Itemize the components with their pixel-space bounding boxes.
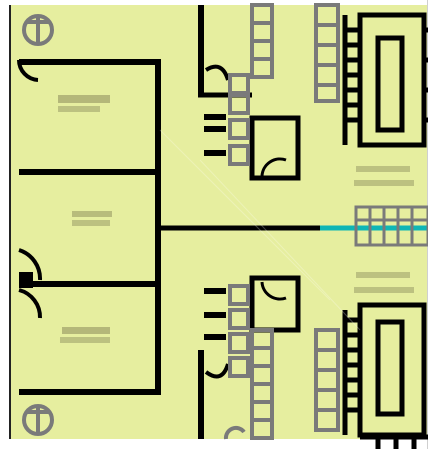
- locker-columns: [250, 3, 340, 440]
- room-label-block-8: [354, 180, 414, 186]
- chair-icon: [22, 14, 54, 436]
- room-label-block-10: [354, 287, 414, 293]
- restroom-top: [198, 5, 301, 181]
- room-label-block-1: [58, 95, 110, 103]
- watermark-lines: [159, 129, 361, 331]
- room-label-block-9: [356, 272, 410, 278]
- desk-cluster-icon: [342, 302, 428, 449]
- counter-block: [354, 205, 428, 247]
- room-label-block-3: [72, 211, 112, 217]
- door-swing-icon: [16, 59, 43, 319]
- room-labels: [58, 95, 112, 343]
- restroom-bottom: [198, 275, 301, 440]
- toilet-icon: [204, 64, 230, 156]
- room-label-block-5: [62, 327, 110, 334]
- room-label-block-6: [60, 337, 110, 343]
- wall-stub: [19, 272, 33, 288]
- room-label-block-4: [72, 220, 110, 226]
- room-label-block-7: [356, 166, 410, 172]
- room-label-block-2: [58, 106, 100, 112]
- right-labels: [354, 166, 414, 293]
- stall-partitions: [228, 73, 250, 166]
- toilet-icon: [204, 288, 230, 379]
- stall-partitions: [223, 284, 250, 440]
- desk-cluster-icon: [342, 12, 428, 148]
